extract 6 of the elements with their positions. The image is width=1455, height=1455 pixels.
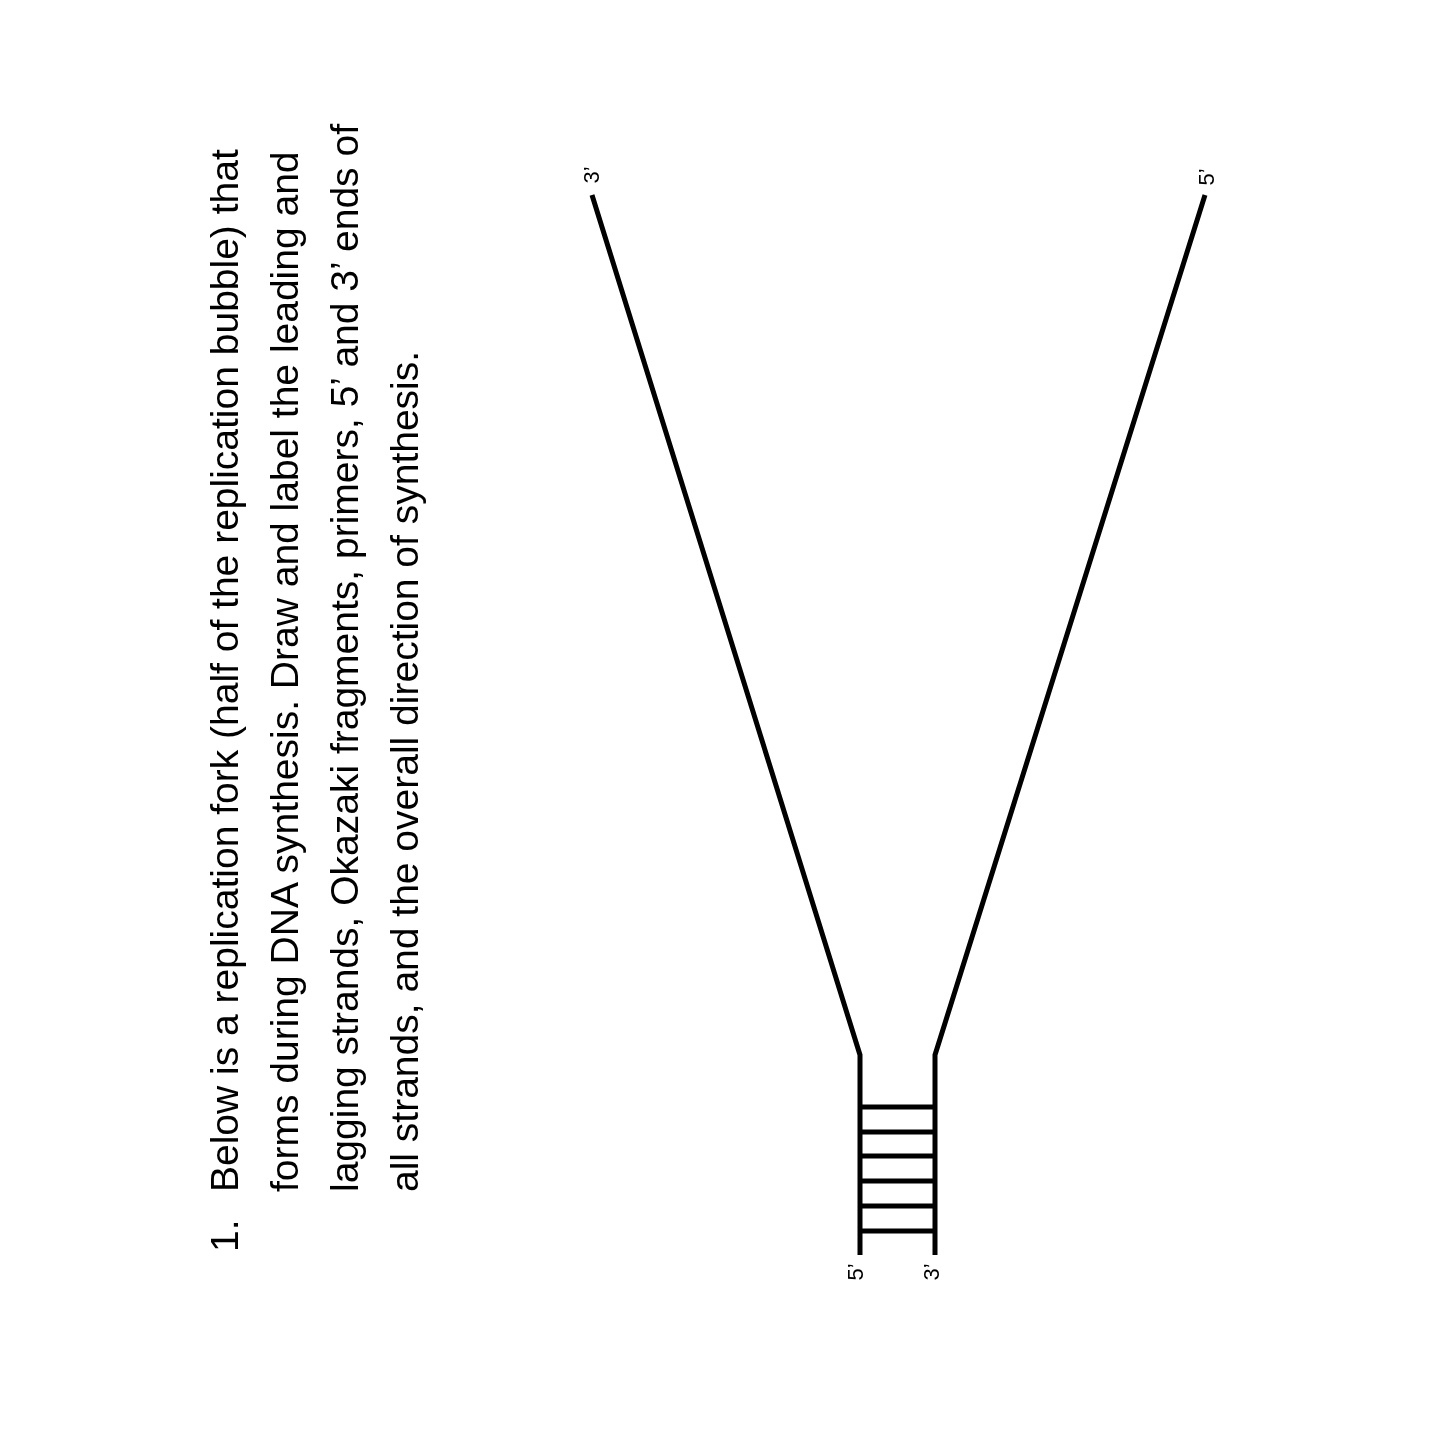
question-text: Below is a replication fork (half of the replication bubble) that forms during DNA synthesis. Draw and label the leading and lagging strands, Okazaki fragments, primers, 5’ and 3’ ends of all strands, and the overall direction of synthesis.	[202, 122, 427, 1192]
question-number: 1.	[202, 1218, 247, 1252]
strand-end-label: 3’	[921, 1263, 943, 1281]
strand-end-label: 3’	[581, 166, 603, 184]
strand-end-label: 5’	[1196, 168, 1218, 186]
strand-end-label: 5’	[845, 1263, 867, 1281]
